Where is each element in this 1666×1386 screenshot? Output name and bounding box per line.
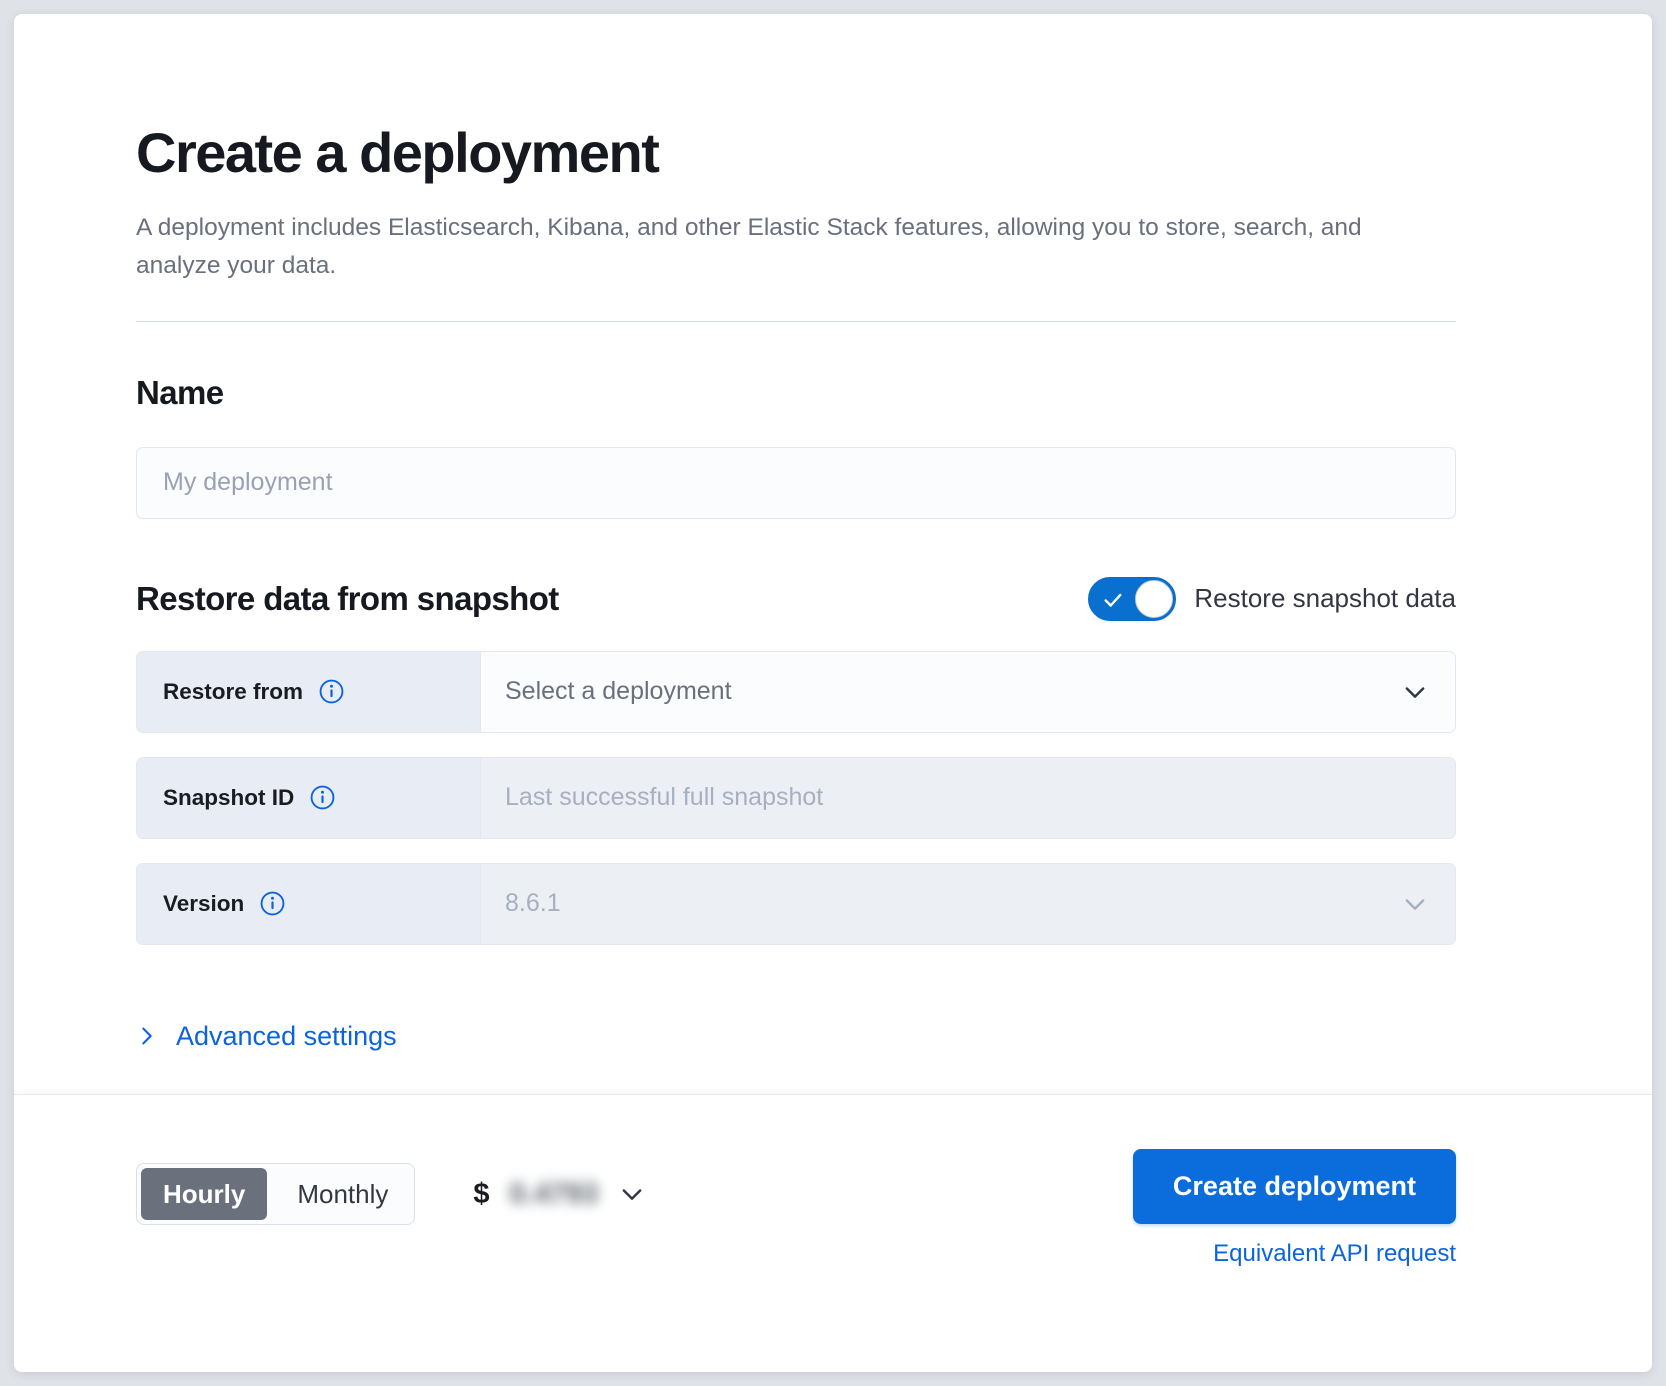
- snapshot-id-label: Snapshot ID: [163, 784, 295, 810]
- version-select[interactable]: 8.6.1: [481, 863, 1455, 944]
- create-deployment-card: Create a deployment A deployment include…: [14, 14, 1652, 1372]
- header-divider: [136, 320, 1456, 322]
- version-row: Version 8.6.1: [136, 862, 1456, 945]
- restore-from-label: Restore from: [163, 678, 304, 704]
- price-display[interactable]: $ 0.4793: [473, 1178, 646, 1211]
- footer-left-group: Hourly Monthly $ 0.4793: [136, 1149, 646, 1225]
- deployment-name-input[interactable]: My deployment: [136, 446, 1456, 519]
- equivalent-api-request-link[interactable]: Equivalent API request: [1213, 1240, 1456, 1267]
- price-currency-symbol: $: [473, 1177, 490, 1210]
- check-icon: [1104, 593, 1122, 607]
- footer-content: Hourly Monthly $ 0.4793 Create deploymen…: [136, 1095, 1456, 1268]
- toggle-knob: [1135, 579, 1174, 618]
- restore-snapshot-toggle[interactable]: [1088, 576, 1177, 621]
- name-heading: Name: [136, 373, 224, 411]
- footer-right-group: Create deployment Equivalent API request: [1132, 1149, 1456, 1268]
- snapshot-id-value: Last successful full snapshot: [505, 783, 824, 812]
- version-label-cell: Version: [137, 863, 481, 944]
- restore-snapshot-toggle-group[interactable]: Restore snapshot data: [1088, 576, 1456, 621]
- billing-period-toggle[interactable]: Hourly Monthly: [136, 1163, 416, 1225]
- snapshot-section-header: Restore data from snapshot Restore snaps…: [136, 576, 1456, 621]
- price-amount: 0.4793: [509, 1177, 599, 1210]
- snapshot-heading: Restore data from snapshot: [136, 579, 559, 617]
- snapshot-id-label-cell: Snapshot ID: [137, 757, 481, 838]
- page-description: A deployment includes Elasticsearch, Kib…: [136, 213, 1362, 279]
- snapshot-form-rows: Restore from Select a deployment: [136, 650, 1456, 945]
- billing-option-hourly[interactable]: Hourly: [141, 1168, 268, 1220]
- name-section: Name My deployment: [136, 374, 1456, 519]
- advanced-settings-label: Advanced settings: [176, 1020, 397, 1051]
- restore-from-row: Restore from Select a deployment: [136, 650, 1456, 733]
- version-value: 8.6.1: [505, 889, 561, 918]
- chevron-down-icon[interactable]: [1401, 678, 1429, 706]
- billing-option-monthly[interactable]: Monthly: [271, 1164, 415, 1224]
- restore-from-select[interactable]: Select a deployment: [481, 651, 1455, 732]
- create-deployment-button[interactable]: Create deployment: [1132, 1149, 1456, 1224]
- info-circle-icon[interactable]: [310, 785, 335, 810]
- version-label: Version: [163, 890, 245, 916]
- advanced-settings-toggle[interactable]: Advanced settings: [136, 1021, 397, 1052]
- snapshot-id-row: Snapshot ID Last successful full snapsho…: [136, 756, 1456, 839]
- info-circle-icon[interactable]: [260, 891, 285, 916]
- content-column: Create a deployment A deployment include…: [136, 121, 1456, 1054]
- deployment-name-placeholder: My deployment: [163, 468, 333, 497]
- page-title: Create a deployment: [136, 121, 660, 184]
- restore-snapshot-toggle-label: Restore snapshot data: [1194, 583, 1456, 614]
- info-circle-icon[interactable]: [319, 679, 344, 704]
- chevron-down-icon[interactable]: [1401, 890, 1429, 918]
- footer-bar: Hourly Monthly $ 0.4793 Create deploymen…: [14, 1094, 1652, 1372]
- restore-from-value: Select a deployment: [505, 677, 732, 706]
- restore-from-label-cell: Restore from: [137, 651, 481, 732]
- snapshot-id-input[interactable]: Last successful full snapshot: [481, 757, 1455, 838]
- card-body: Create a deployment A deployment include…: [14, 14, 1652, 1094]
- chevron-down-icon[interactable]: [618, 1180, 646, 1208]
- chevron-right-icon: [142, 1027, 152, 1045]
